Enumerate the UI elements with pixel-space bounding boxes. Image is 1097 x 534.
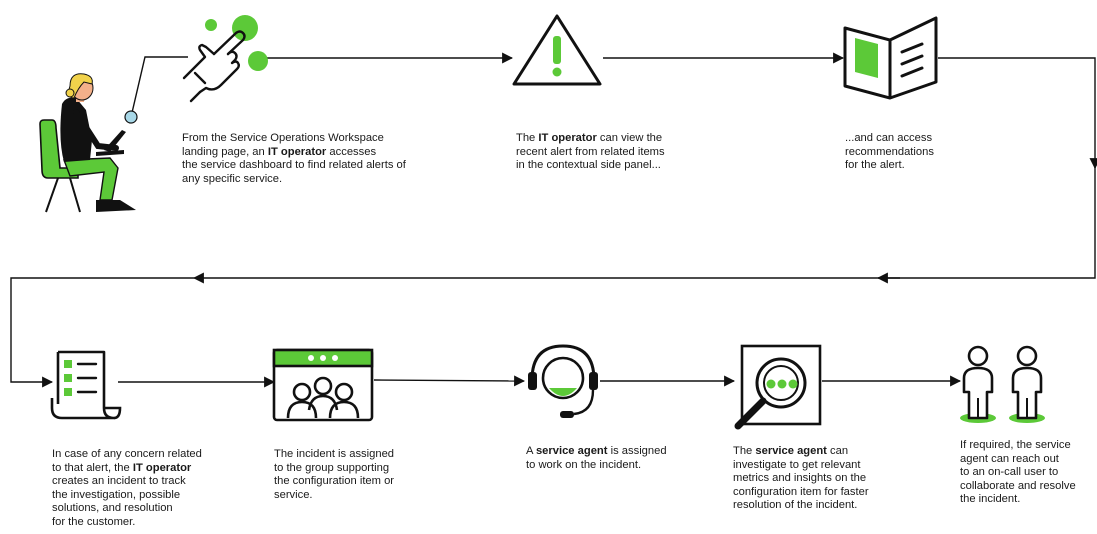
caption-line: the investigation, possible (52, 488, 181, 501)
caption-line: The incident is assigned (274, 448, 395, 460)
connector-dot (124, 110, 138, 124)
caption-line: any specific service. (182, 172, 283, 185)
caption-line: ...and can access (845, 132, 933, 144)
caption-line: landing page, an IT operator accesses (182, 145, 377, 158)
caption-line: the configuration item or (274, 475, 395, 488)
caption-line: for the customer. (52, 515, 136, 528)
caption-line: collaborate and resolve (960, 479, 1076, 492)
caption-line: for the alert. (845, 159, 905, 172)
caption-line: to an on-call user to (960, 466, 1059, 479)
caption-line: In case of any concern related (52, 448, 202, 460)
open-book-icon (843, 16, 938, 100)
person-at-laptop-icon (39, 73, 136, 213)
checklist-scroll-icon (50, 350, 122, 420)
connector-step5-to-step6 (373, 375, 526, 387)
caption-line: the service dashboard to find related al… (182, 159, 406, 172)
touch-hand-icon (182, 15, 268, 103)
two-users-icon (960, 345, 1045, 423)
caption-line: metrics and insights on the (733, 472, 867, 485)
caption-line: A service agent is assigned (526, 445, 667, 457)
caption-line: service. (274, 488, 313, 501)
group-window-icon (272, 348, 374, 422)
caption-line: to the group supporting (274, 461, 390, 474)
connector-step3-down (938, 57, 1097, 170)
caption-line: The IT operator can view the (516, 132, 663, 144)
caption-line: If required, the service (960, 439, 1071, 451)
caption-line: configuration item for faster (733, 485, 869, 498)
caption-line: investigate to get relevant (733, 458, 861, 471)
caption-line: recent alert from related items (516, 145, 665, 158)
caption-line: From the Service Operations Workspace (182, 132, 384, 144)
caption-line: creates an incident to track (52, 475, 186, 488)
caption-line: solutions, and resolution (52, 502, 173, 515)
connector-person-to-step1 (130, 56, 188, 118)
caption-line: the incident. (960, 493, 1021, 506)
connector-return-line (192, 160, 1096, 284)
headset-agent-icon (528, 344, 598, 418)
magnifier-screen-icon (734, 344, 822, 430)
caption-line: recommendations (845, 145, 934, 158)
caption-line: to that alert, the IT operator (52, 461, 192, 474)
caption-line: agent can reach out (960, 452, 1059, 465)
caption-line: resolution of the incident. (733, 499, 858, 512)
caption-line: to work on the incident. (526, 458, 642, 471)
caption-line: The service agent can (733, 445, 849, 457)
warning-triangle-icon (512, 14, 602, 86)
connector-down-to-row2 (10, 277, 194, 388)
caption-line: in the contextual side panel... (516, 159, 661, 172)
